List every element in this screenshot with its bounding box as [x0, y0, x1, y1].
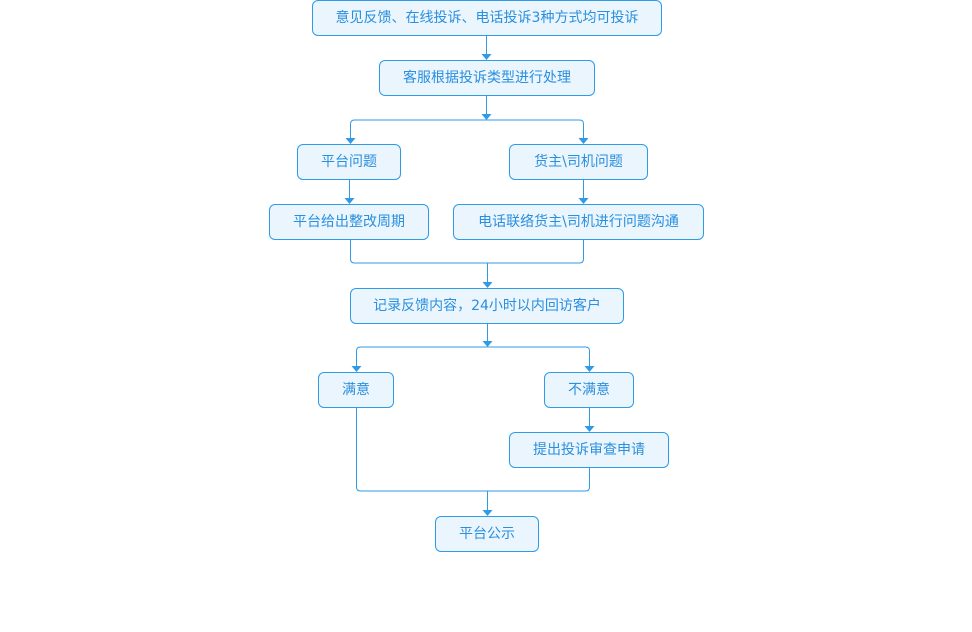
arrowhead-record-split: [482, 341, 493, 347]
node-satisfied: 满意: [318, 372, 394, 408]
arrowhead-rectify: [344, 198, 355, 204]
node-platform-issue: 平台问题: [297, 144, 401, 180]
node-shipper-driver-issue: 货主\司机问题: [509, 144, 648, 180]
arrowhead-classify: [481, 54, 492, 60]
arrowhead-classify-split: [481, 114, 492, 120]
arrowhead-publicize: [482, 510, 493, 516]
node-unsatisfied: 不满意: [544, 372, 634, 408]
arrowhead-phone-contact: [578, 198, 589, 204]
node-phone-contact: 电话联络货主\司机进行问题沟通: [453, 204, 704, 240]
node-classify-complaint: 客服根据投诉类型进行处理: [379, 60, 595, 96]
node-review-request: 提出投诉审查申请: [509, 432, 669, 468]
arrowhead-unsatisfied: [584, 366, 595, 372]
arrowhead-review: [584, 426, 595, 432]
arrowhead-platform-issue: [345, 138, 356, 144]
node-record-callback: 记录反馈内容，24小时以内回访客户: [350, 288, 624, 324]
connector-merge-record: [350, 240, 584, 282]
arrowhead-satisfied: [351, 366, 362, 372]
node-submit-complaint: 意见反馈、在线投诉、电话投诉3种方式均可投诉: [312, 0, 662, 36]
connector-merge-publicize: [356, 408, 590, 510]
connector-satisfaction-bar: [356, 346, 590, 366]
node-publicize: 平台公示: [435, 516, 539, 552]
node-rectify-period: 平台给出整改周期: [269, 204, 429, 240]
arrowhead-shipper-driver-issue: [578, 138, 589, 144]
arrowhead-record: [482, 282, 493, 288]
connector-split-bar: [350, 119, 584, 138]
